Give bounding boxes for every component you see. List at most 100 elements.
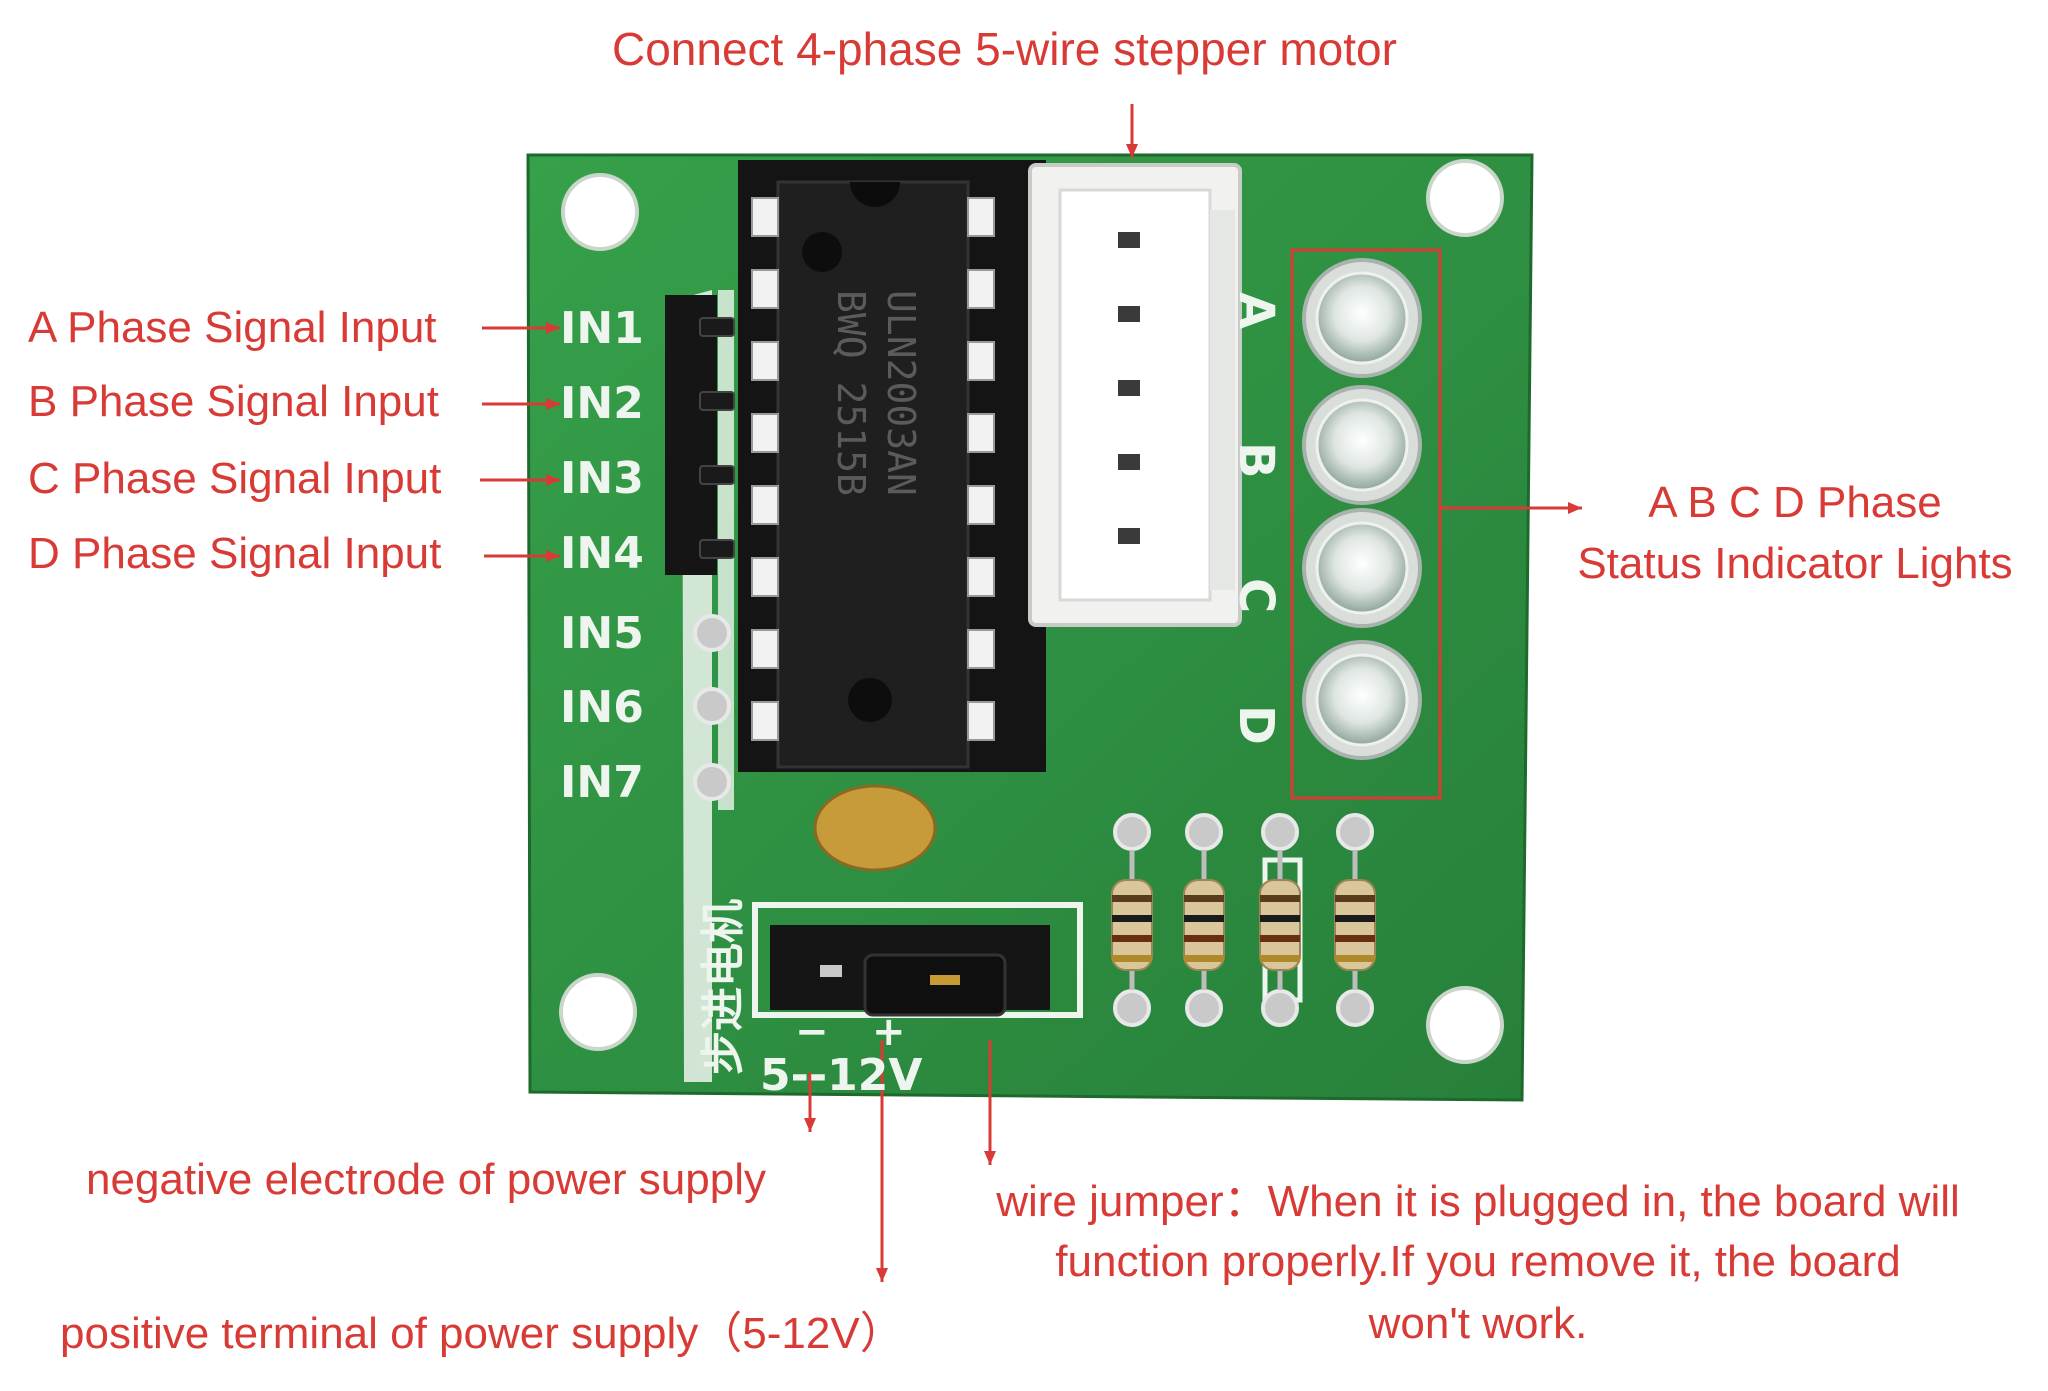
ic-pin (967, 485, 995, 525)
led-group (1302, 258, 1422, 760)
solder-pad (1261, 989, 1299, 1027)
solder-pad (693, 614, 731, 652)
ic-pin (751, 341, 779, 381)
solder-pad (693, 763, 731, 801)
resistor-band (1335, 955, 1375, 962)
stepper-motor-chinese-label: 步进电机 (698, 899, 749, 1075)
solder-pad (1185, 989, 1223, 1027)
resistor-band (1335, 915, 1375, 922)
ic-pin (751, 629, 779, 669)
pin-label-in4: IN4 (560, 528, 644, 579)
voltage-label: 5--12V (760, 1050, 922, 1101)
resistor-band (1112, 955, 1152, 962)
resistor-body (1259, 879, 1301, 971)
phase-letter-a: A (1228, 292, 1284, 329)
callout-arrowhead (546, 322, 560, 334)
resistor-band (1184, 915, 1224, 922)
resistor-body (1334, 879, 1376, 971)
callout-arrowhead (546, 550, 560, 562)
connector-pins (1118, 232, 1140, 544)
minus-sign: − (795, 1009, 829, 1055)
resistor-band (1184, 895, 1224, 902)
resistor-body (1111, 879, 1153, 971)
motor-connector-callout: Connect 4-phase 5-wire stepper motor (612, 23, 1397, 75)
negative-callout: negative electrode of power supply (86, 1155, 766, 1204)
phase-letter-b: B (1228, 442, 1284, 479)
callout-arrowhead (804, 1118, 816, 1132)
capacitor (813, 784, 937, 872)
resistor-band (1260, 895, 1300, 902)
jumper-callout-line2: function properly.If you remove it, the … (1055, 1237, 1901, 1286)
in4-callout: D Phase Signal Input (28, 529, 442, 578)
callout-arrowhead (984, 1151, 996, 1165)
plus-sign: + (872, 1009, 906, 1055)
positive-callout: positive terminal of power supply（5-12V） (60, 1309, 904, 1358)
resistor-band (1112, 895, 1152, 902)
pin-label-in5: IN5 (560, 608, 644, 659)
ic-pin (751, 197, 779, 237)
connector-pin (1118, 380, 1140, 396)
ic-pin (751, 269, 779, 309)
callout-arrowhead (1126, 144, 1138, 158)
in2-callout: B Phase Signal Input (28, 377, 439, 426)
callout-arrowhead (876, 1268, 888, 1282)
ic-pin (967, 701, 995, 741)
solder-pad (693, 687, 731, 725)
connector-pin (1118, 528, 1140, 544)
solder-pad (1113, 989, 1151, 1027)
pin-label-in6: IN6 (560, 682, 644, 733)
in1-callout: A Phase Signal Input (28, 303, 437, 352)
pin-label-in1: IN1 (560, 303, 644, 354)
connector-pin (1118, 306, 1140, 322)
pin-label-in7: IN7 (560, 757, 644, 808)
solder-pad (1113, 813, 1151, 851)
ic-pin (751, 413, 779, 453)
led-lens (1315, 653, 1409, 747)
jumper-callout-line3: won't work. (1368, 1299, 1588, 1348)
ic-pin (967, 413, 995, 453)
ic-pin (967, 197, 995, 237)
solder-pad (1336, 813, 1374, 851)
connector-pin (1118, 454, 1140, 470)
mounting-hole (1426, 986, 1504, 1064)
resistor-group (1111, 813, 1376, 1027)
mounting-hole (1426, 159, 1504, 237)
jumper-callout-line1: wire jumper：When it is plugged in, the b… (996, 1177, 1960, 1226)
resistor-body (1183, 879, 1225, 971)
ic-pin (967, 341, 995, 381)
resistor-band (1112, 915, 1152, 922)
phase-letter-d: D (1228, 705, 1284, 745)
resistor-band (1184, 955, 1224, 962)
resistor-band (1335, 935, 1375, 942)
resistor-band (1184, 935, 1224, 942)
led-lens (1315, 398, 1409, 492)
indicator-callout-line1: A B C D Phase (1648, 478, 1942, 527)
mounting-hole (559, 973, 637, 1051)
pin-label-group: IN1 IN2 IN3 IN4 IN5 IN6 IN7 (560, 303, 644, 808)
callout-arrows (480, 104, 1582, 1282)
led-lens (1315, 271, 1409, 365)
led-highlight-frame (1290, 248, 1442, 800)
solder-pad (1336, 989, 1374, 1027)
resistor-band (1260, 935, 1300, 942)
callout-arrowhead (546, 398, 560, 410)
chip-lot-code: BWQ 2515B (829, 290, 873, 496)
solder-pad (1185, 813, 1223, 851)
resistor-band (1260, 915, 1300, 922)
uln2003-chip (738, 160, 1046, 772)
indicator-callout-line2: Status Indicator Lights (1577, 539, 2013, 588)
solder-pad (1261, 813, 1299, 851)
ic-pin (967, 629, 995, 669)
callout-arrowhead (546, 474, 560, 486)
pin-label-in2: IN2 (560, 378, 644, 429)
connector-pin (1118, 232, 1140, 248)
phase-letter-c: C (1228, 578, 1284, 613)
mounting-hole (561, 173, 639, 251)
callout-arrowhead (1568, 502, 1582, 514)
ic-pin (751, 557, 779, 597)
ic-pin (967, 269, 995, 309)
in3-callout: C Phase Signal Input (28, 454, 442, 503)
chip-part-number: ULN2003AN (879, 290, 923, 496)
